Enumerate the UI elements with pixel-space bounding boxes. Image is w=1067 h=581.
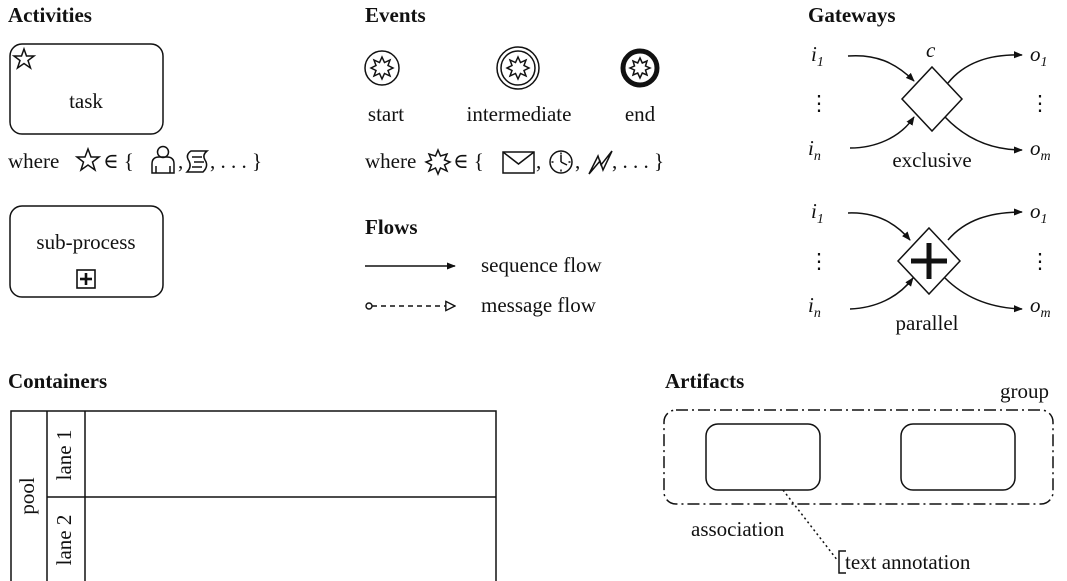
exclusive-out-first: o1 <box>1030 42 1048 70</box>
parallel-in-dots: ⋮ <box>809 249 830 273</box>
sequence-flow-legend: sequence flow <box>365 253 603 277</box>
star-icon <box>11 46 37 70</box>
activities-heading: Activities <box>8 3 92 27</box>
lane-2-label: lane 2 <box>52 515 76 566</box>
task-activity: task <box>9 43 164 135</box>
burst-icon <box>505 55 531 81</box>
event-types-legend: where ∈ { , , , . . . } <box>365 148 664 176</box>
parallel-gateway: i1 ⋮ in o1 ⋮ om parallel <box>808 199 1051 335</box>
parallel-out-dots: ⋮ <box>1030 249 1051 273</box>
message-flow-label: message flow <box>481 293 597 317</box>
exclusive-gateway: i1 ⋮ in c o1 ⋮ om exclusive <box>808 38 1051 172</box>
end-event-label: end <box>625 102 656 126</box>
message-flow-legend: message flow <box>365 293 597 317</box>
activity-where-prefix: where <box>8 149 59 173</box>
activity-types-legend: where ∈ { , , . . . } <box>8 145 262 174</box>
association-artifact: association <box>691 489 839 562</box>
burst-icon <box>424 148 452 176</box>
intermediate-event: intermediate <box>467 46 572 126</box>
envelope-icon <box>502 151 535 174</box>
text-annotation-label: text annotation <box>845 550 971 574</box>
burst-icon <box>369 55 395 81</box>
subprocess-label: sub-process <box>36 230 135 254</box>
exclusive-in-last: in <box>808 136 821 164</box>
exclusive-in-dots: ⋮ <box>809 91 830 115</box>
event-where-sep-1: , <box>536 149 541 173</box>
lane-1-label: lane 1 <box>52 430 76 481</box>
activity-where-tail: , . . . } <box>210 149 262 173</box>
script-icon <box>185 150 210 173</box>
parallel-out-first: o1 <box>1030 199 1048 227</box>
containers-heading: Containers <box>8 369 107 393</box>
plus-icon <box>911 243 947 279</box>
exclusive-out-last: om <box>1030 136 1051 164</box>
flows-heading: Flows <box>365 215 418 239</box>
artifacts-heading: Artifacts <box>665 369 744 393</box>
event-where-prefix: where <box>365 149 416 173</box>
event-where-sep-2: , <box>575 149 580 173</box>
exclusive-gateway-diamond <box>900 65 964 133</box>
pool-container: pool lane 1 lane 2 <box>10 410 497 581</box>
parallel-in-last: in <box>808 293 821 321</box>
event-where-set-open: ∈ { <box>453 149 484 173</box>
event-where-tail: , . . . } <box>612 149 664 173</box>
text-annotation: text annotation <box>838 550 971 574</box>
events-heading: Events <box>365 3 426 27</box>
start-event: start <box>364 50 404 126</box>
intermediate-event-label: intermediate <box>467 102 572 126</box>
parallel-out-last: om <box>1030 293 1051 321</box>
task-label: task <box>69 89 103 113</box>
association-label: association <box>691 517 785 541</box>
plus-icon <box>76 269 96 289</box>
burst-icon <box>628 56 652 80</box>
parallel-in-first: i1 <box>811 199 824 227</box>
message-flow-origin <box>365 302 373 310</box>
lightning-icon <box>588 150 613 175</box>
activity-where-set-open: ∈ { <box>103 149 134 173</box>
group-artifact: group <box>663 379 1054 505</box>
exclusive-gateway-label: exclusive <box>892 148 971 172</box>
exclusive-out-dots: ⋮ <box>1030 91 1051 115</box>
gateways-heading: Gateways <box>808 3 896 27</box>
activity-where-sep: , <box>178 149 183 173</box>
pool-label: pool <box>15 477 39 515</box>
clock-icon <box>549 150 573 174</box>
sequence-flow-label: sequence flow <box>481 253 603 277</box>
subprocess-activity: sub-process <box>9 205 164 298</box>
parallel-gateway-label: parallel <box>896 311 959 335</box>
end-event: end <box>620 48 660 126</box>
user-icon <box>151 145 175 174</box>
exclusive-condition: c <box>926 38 936 62</box>
start-event-label: start <box>368 102 404 126</box>
exclusive-in-first: i1 <box>811 42 824 70</box>
group-label: group <box>1000 379 1049 403</box>
star-icon <box>74 146 102 172</box>
